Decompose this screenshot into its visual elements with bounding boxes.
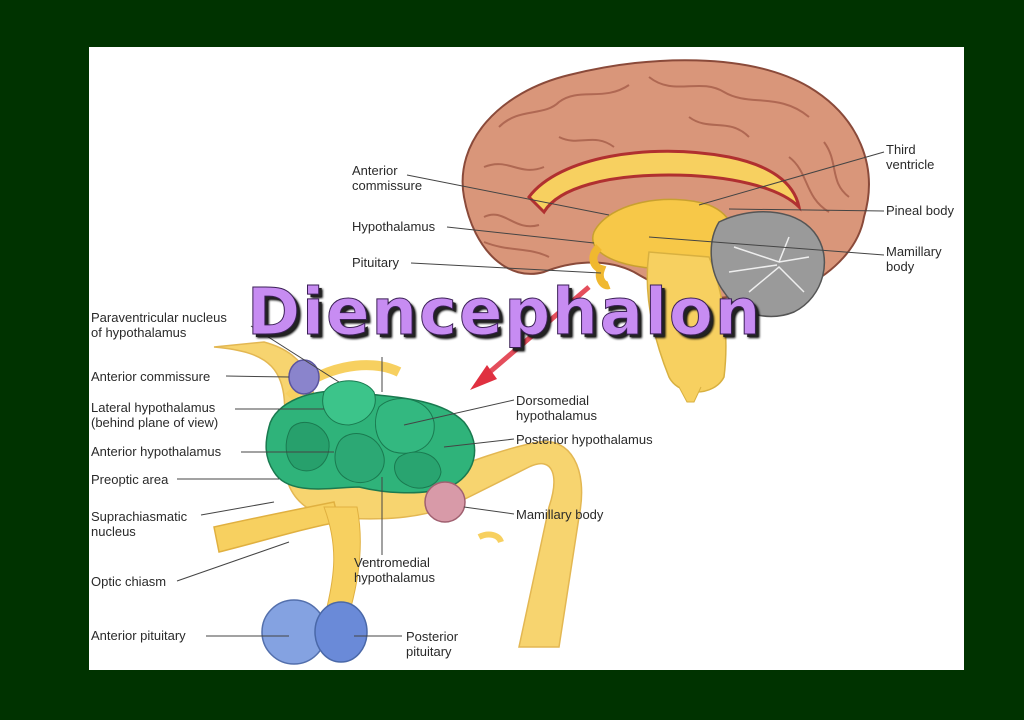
label-anterior-commissure-lower: Anterior commissure	[91, 369, 211, 384]
hypothalamic-nuclei	[265, 359, 476, 494]
enlarged-hypothalamus	[213, 341, 583, 665]
corpus-callosum	[527, 149, 802, 215]
label-anterior-hypothalamus: Anterior hypothalamus	[91, 444, 222, 459]
label-anterior-commissure-upper: Anterior commissure	[352, 163, 423, 193]
pointer-arrow	[470, 285, 591, 390]
sagittal-brain	[461, 59, 870, 403]
label-lateral-hypothalamus: Lateral hypothalamus (behind plane of vi…	[91, 400, 219, 430]
pituitary-gland	[261, 599, 368, 665]
label-third-ventricle: Third ventricle	[886, 142, 935, 172]
spinal-cord	[678, 386, 702, 403]
label-ventromedial-hypothalamus: Ventromedial hypothalamus	[354, 555, 435, 585]
cerebellum	[710, 211, 826, 318]
small-nerve	[477, 531, 504, 544]
upper-leader-lines	[406, 151, 885, 274]
label-suprachiasmatic-nucleus: Suprachiasmatic nucleus	[91, 509, 188, 539]
label-pineal-body: Pineal body	[886, 203, 954, 218]
optic-tract	[213, 341, 583, 648]
label-preoptic-area: Preoptic area	[91, 472, 169, 487]
label-posterior-pituitary: Posterior pituitary	[406, 629, 459, 659]
label-anterior-pituitary: Anterior pituitary	[91, 628, 186, 643]
label-dorsomedial-hypothalamus: Dorsomedial hypothalamus	[516, 393, 597, 423]
lower-leader-lines	[176, 325, 515, 637]
label-optic-chiasm: Optic chiasm	[91, 574, 167, 589]
diencephalon-illustration	[176, 59, 885, 665]
label-paraventricular-nucleus: Paraventricular nucleus of hypothalamus	[91, 310, 227, 340]
pituitary-stalk	[589, 244, 611, 290]
label-pituitary: Pituitary	[352, 255, 399, 270]
label-hypothalamus: Hypothalamus	[352, 219, 436, 234]
diagram-panel: Anterior commissure Hypothalamus Pituita…	[89, 47, 964, 670]
brainstem	[646, 251, 727, 393]
mamillary-body	[424, 481, 466, 523]
label-mamillary-body-upper: Mamillary body	[886, 244, 942, 274]
label-posterior-hypothalamus: Posterior hypothalamus	[516, 432, 653, 447]
label-mamillary-body-lower: Mamillary body	[516, 507, 604, 522]
diencephalon-title: Diencephalon	[246, 276, 763, 350]
